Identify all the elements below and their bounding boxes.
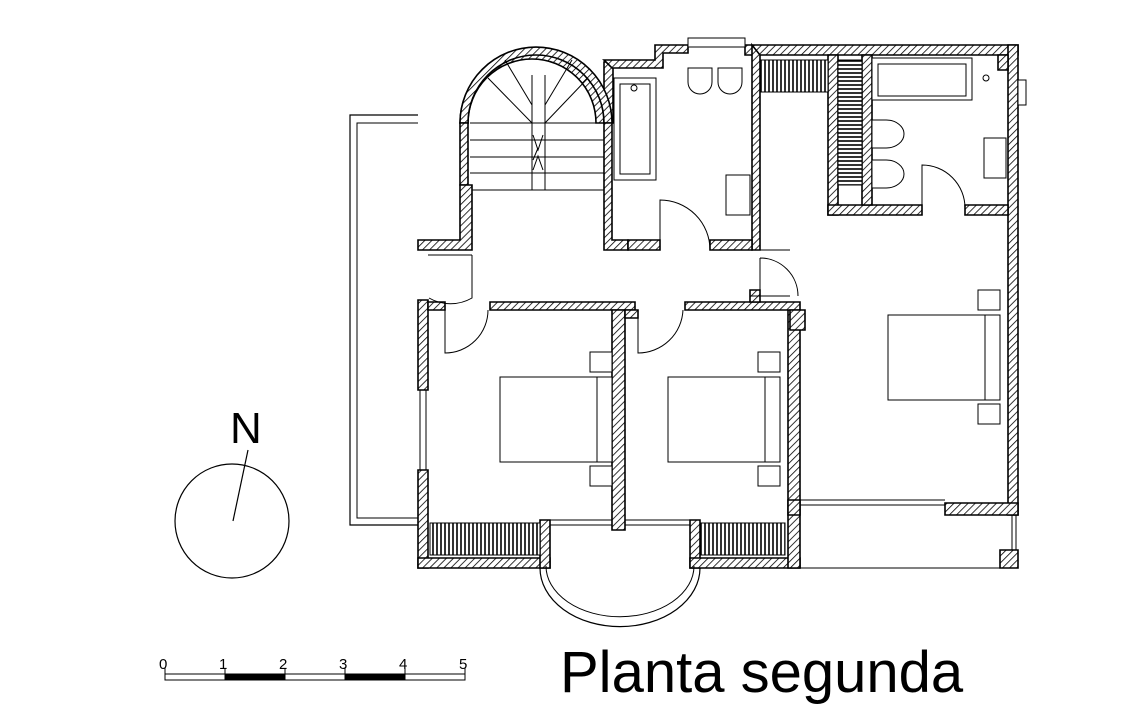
terrace-left	[349, 114, 418, 526]
wardrobes	[429, 59, 863, 556]
bathroom-1-fixtures	[613, 67, 751, 216]
scale-label: 0	[159, 656, 167, 673]
master-bedroom	[887, 289, 1001, 425]
bathroom-2-fixtures	[871, 57, 1007, 189]
north-needle	[232, 449, 249, 522]
scale-label: 1	[219, 656, 227, 673]
windows	[419, 37, 1027, 526]
doors	[428, 164, 966, 354]
bedroom-1	[499, 351, 613, 487]
north-arrow: N	[174, 404, 290, 579]
stair-tower	[417, 46, 614, 251]
scale-label: 5	[459, 656, 467, 673]
north-circle	[174, 463, 290, 579]
scale-label: 2	[279, 656, 287, 673]
scale-label: 4	[399, 656, 407, 673]
balconies	[539, 515, 1017, 628]
scale-bar: 0 1 2 3 4 5	[159, 656, 467, 681]
interior-walls	[427, 54, 1009, 531]
plan-title: Planta segunda	[560, 640, 964, 705]
north-label: N	[230, 404, 262, 453]
scale-label: 3	[339, 656, 347, 673]
bedroom-2	[667, 351, 781, 487]
